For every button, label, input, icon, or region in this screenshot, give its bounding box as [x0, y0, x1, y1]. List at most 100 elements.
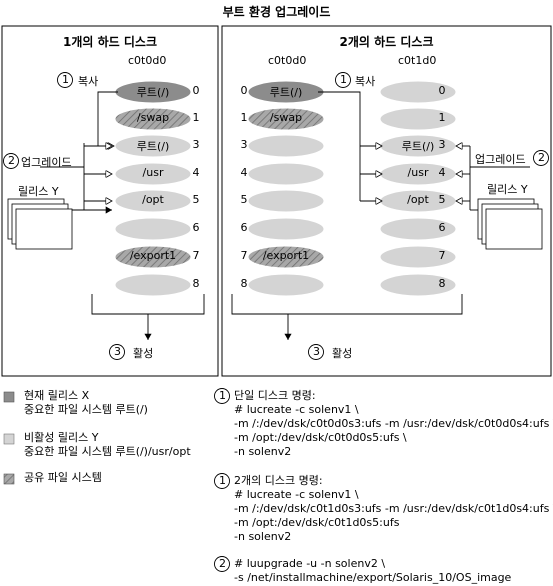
left-disk-slice-number: 4	[192, 166, 200, 179]
left-num3: 3	[114, 345, 121, 358]
left-disk-label: c0t0d0	[128, 54, 167, 67]
right-disk-a-slice	[247, 245, 325, 269]
right-disk-a-slice	[247, 273, 325, 297]
numbered-circles	[3, 72, 549, 572]
left-panel-title: 1개의 하드 디스크	[63, 35, 157, 49]
left-copy-label: 복사	[78, 75, 99, 88]
left-disk-slice-number: 0	[192, 84, 200, 97]
right-disk-a-slice	[247, 217, 325, 241]
legend-inactive-line2: 중요한 파일 시스템 루트(/)/usr/opt	[24, 445, 191, 458]
left-disk-slice	[114, 134, 192, 158]
right-disk-b-slice	[379, 107, 457, 131]
right-disk-a-slice	[247, 162, 325, 186]
right-disk-b-slice-label: /usr	[407, 166, 429, 179]
right-release-label: 릴리스 Y	[487, 183, 528, 196]
left-disk-slice-number: 1	[192, 111, 200, 124]
page-title: 부트 환경 업그레이드	[222, 5, 331, 19]
right-num2: 2	[538, 151, 545, 164]
right-disk-a-slice-label: /swap	[269, 111, 303, 124]
left-disk-slice-number: 7	[192, 249, 200, 262]
left-disk-slice-label: /opt	[142, 193, 164, 206]
legend-inactive-line1: 비활성 릴리스 Y	[24, 431, 99, 444]
right-disk-a-slice-number: 3	[240, 138, 248, 151]
left-disk-slice-label: /export1	[129, 249, 177, 262]
left-disk-slice-number: 3	[192, 138, 200, 151]
cmd-num1b: 1	[219, 474, 226, 487]
left-disk-slice	[114, 217, 192, 241]
right-disk-a-label: c0t0d0	[268, 54, 307, 67]
right-disk-a-slice-number: 5	[240, 193, 248, 206]
left-upgrade-arrows	[40, 143, 112, 214]
cmd-single-title: 단일 디스크 명령:	[234, 389, 316, 402]
left-num1: 1	[62, 73, 69, 86]
right-disk-b-slice-number: 0	[438, 84, 446, 97]
right-disk-a-slice	[247, 134, 325, 158]
right-disk-b-slice	[379, 217, 457, 241]
left-release-label: 릴리스 Y	[18, 185, 59, 198]
left-disk-slice-number: 6	[192, 221, 200, 234]
left-disk-slice	[114, 162, 192, 186]
right-disk-b-slice-label: 루트(/)	[401, 140, 435, 153]
left-disk-slice	[114, 245, 192, 269]
right-disk-a-slice-number: 7	[240, 249, 248, 262]
cmd-single-line: -n solenv2	[234, 445, 292, 458]
left-num2: 2	[8, 154, 15, 167]
legend-current-swatch	[3, 391, 15, 403]
right-release-pages	[477, 198, 543, 250]
left-disk-slice-label: /usr	[142, 166, 164, 179]
left-disk-slice	[114, 273, 192, 297]
right-disk-b-slice	[379, 80, 457, 104]
cmd-num1a: 1	[219, 389, 226, 402]
right-num1: 1	[340, 73, 347, 86]
cmd-two-line: # lucreate -c solenv1 \	[234, 488, 359, 501]
right-disk-b-slice-label: /opt	[407, 193, 429, 206]
cmd-two-title: 2개의 디스크 명령:	[234, 474, 323, 487]
right-upgrade-label: 업그레이드	[475, 153, 526, 166]
right-num3: 3	[313, 345, 320, 358]
right-disk-a-slice-label: /export1	[262, 249, 310, 262]
cmd-upgrade-line: # luupgrade -u -n solenv2 \	[234, 557, 386, 570]
right-activate-label: 활성	[332, 347, 353, 360]
cmd-two-line: -m /:/dev/dsk/c0t1d0s3:ufs -m /usr:/dev/…	[234, 502, 553, 515]
right-disk-a-slice	[247, 189, 325, 213]
right-disk-b-slice-number: 3	[438, 138, 446, 151]
left-activate-bracket	[91, 294, 205, 340]
right-disk-b-stack	[379, 80, 457, 297]
left-disk-slice-label: 루트(/)	[136, 86, 170, 99]
right-disk-a-slice-number: 8	[240, 277, 248, 290]
right-disk-b-slice-number: 7	[438, 249, 446, 262]
right-disk-b-slice-number: 8	[438, 277, 446, 290]
cmd-single-line: -m /:/dev/dsk/c0t0d0s3:ufs -m /usr:/dev/…	[234, 417, 553, 430]
legend-inactive-swatch	[3, 433, 15, 445]
right-disk-a-slice-number: 4	[240, 166, 248, 179]
cmd-two-line: -m /opt:/dev/dsk/c0t1d0s5:ufs	[234, 516, 400, 529]
right-disk-b-label: c0t1d0	[398, 54, 437, 67]
right-disk-a-slice-number: 0	[240, 84, 248, 97]
cmd-upgrade-line: -s /net/installmachine/export/Solaris_10…	[234, 571, 512, 584]
right-disk-a-slice-number: 6	[240, 221, 248, 234]
cmd-single-line: -m /opt:/dev/dsk/c0t0d0s5:ufs \	[234, 431, 407, 444]
legend-current-line1: 현재 릴리스 X	[24, 389, 90, 402]
right-disk-a-slice-label: 루트(/)	[269, 86, 303, 99]
left-disk-slice-number: 8	[192, 277, 200, 290]
right-disk-b-slice-number: 6	[438, 221, 446, 234]
legend-shared-swatch	[3, 473, 15, 485]
left-disk-slice	[114, 189, 192, 213]
right-disk-a-stack	[247, 80, 325, 297]
left-upgrade-label: 업그레이드	[21, 156, 72, 169]
right-copy-label: 복사	[355, 75, 376, 88]
left-disk-slice-label: 루트(/)	[136, 140, 170, 153]
left-disk-slice	[114, 107, 192, 131]
right-disk-b-slice-number: 1	[438, 111, 446, 124]
right-disk-a-slice	[247, 107, 325, 131]
right-disk-b-slice	[379, 273, 457, 297]
left-disk-stack	[114, 80, 192, 297]
right-disk-b-slice	[379, 245, 457, 269]
right-activate-bracket	[231, 294, 463, 340]
left-disk-slice-label: /swap	[136, 111, 170, 124]
left-activate-label: 활성	[133, 347, 154, 360]
right-disk-b-slice-number: 5	[438, 193, 446, 206]
legend-current-line2: 중요한 파일 시스템 루트(/)	[24, 403, 148, 416]
cmd-single-line: # lucreate -c solenv1 \	[234, 403, 359, 416]
right-disk-a-slice-number: 1	[240, 111, 248, 124]
